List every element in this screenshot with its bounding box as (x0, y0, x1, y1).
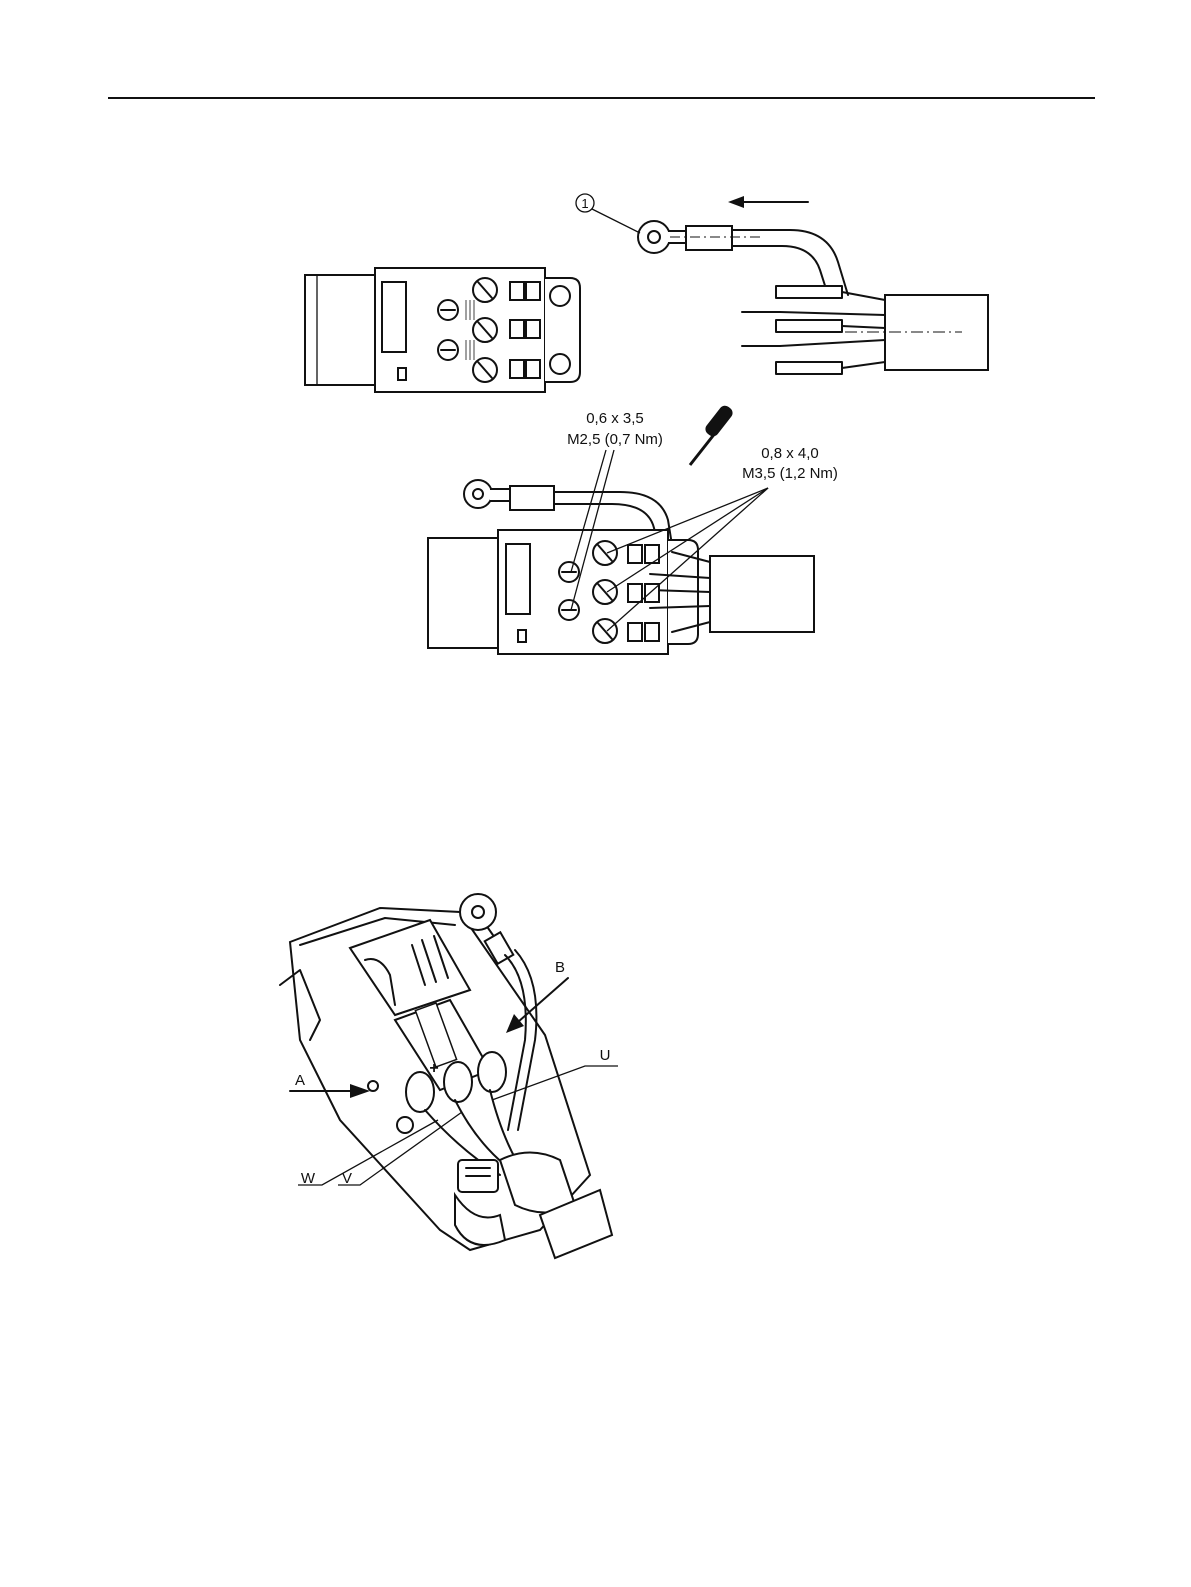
connector-assembly-figure: 1 0,6 x 3,5 M2,5 (0,7 Nm) 0,8 x 4,0 M3,5… (305, 194, 988, 654)
label-v: V (342, 1170, 352, 1187)
prepared-cable: 1 (576, 194, 988, 374)
cable-jacket (710, 556, 814, 632)
large-screw-size-label: 0,8 x 4,0 (761, 445, 819, 462)
callout-1: 1 (576, 194, 640, 233)
label-a: A (295, 1072, 305, 1089)
large-screw-torque-label: M3,5 (1,2 Nm) (742, 465, 838, 482)
label-w: W (301, 1170, 316, 1187)
callout-1-number: 1 (581, 196, 588, 211)
small-screw-torque-label: M2,5 (0,7 Nm) (567, 431, 663, 448)
plus-marking: + (429, 1060, 438, 1077)
connector-wiring-figure: + A B U W V (280, 894, 618, 1258)
screwdriver-icon (690, 403, 735, 465)
label-b: B (555, 959, 565, 976)
label-u: U (600, 1047, 611, 1064)
connector-top-view (305, 268, 580, 392)
small-screw-size-label: 0,6 x 3,5 (586, 410, 644, 427)
